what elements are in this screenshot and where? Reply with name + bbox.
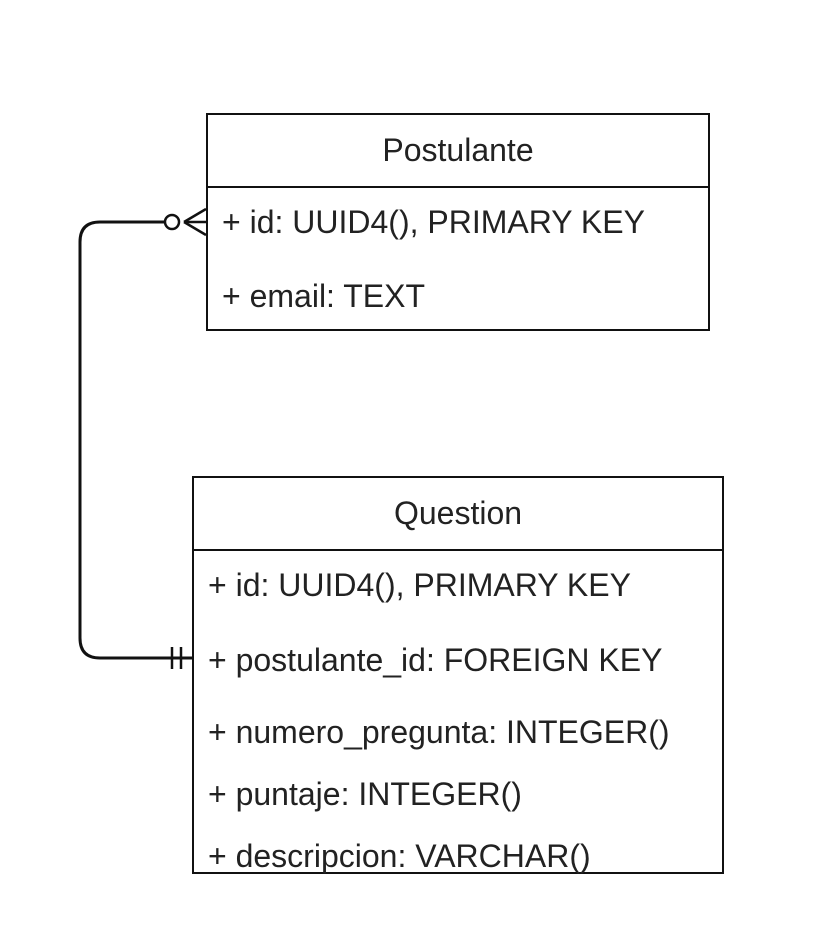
field-row: + descripcion: VARCHAR() — [208, 838, 591, 874]
entity-title: Postulante — [382, 132, 534, 168]
field-row: + postulante_id: FOREIGN KEY — [208, 642, 663, 678]
crows-foot-zero-many-icon — [163, 207, 207, 237]
field-row: + numero_pregunta: INTEGER() — [208, 714, 670, 750]
relationship-line — [78, 220, 206, 660]
entity-header: Question — [194, 478, 722, 551]
field-row: + puntaje: INTEGER() — [208, 776, 522, 812]
field-row: + id: UUID4(), PRIMARY KEY — [208, 567, 631, 603]
entity-header: Postulante — [208, 115, 708, 188]
entity-question[interactable]: Question + id: UUID4(), PRIMARY KEY + po… — [192, 476, 724, 874]
entity-title: Question — [393, 495, 523, 531]
entity-postulante[interactable]: Postulante + id: UUID4(), PRIMARY KEY + … — [206, 113, 710, 331]
one-and-only-one-icon — [170, 647, 183, 669]
field-row: + email: TEXT — [222, 278, 426, 314]
field-row: + id: UUID4(), PRIMARY KEY — [222, 204, 645, 240]
